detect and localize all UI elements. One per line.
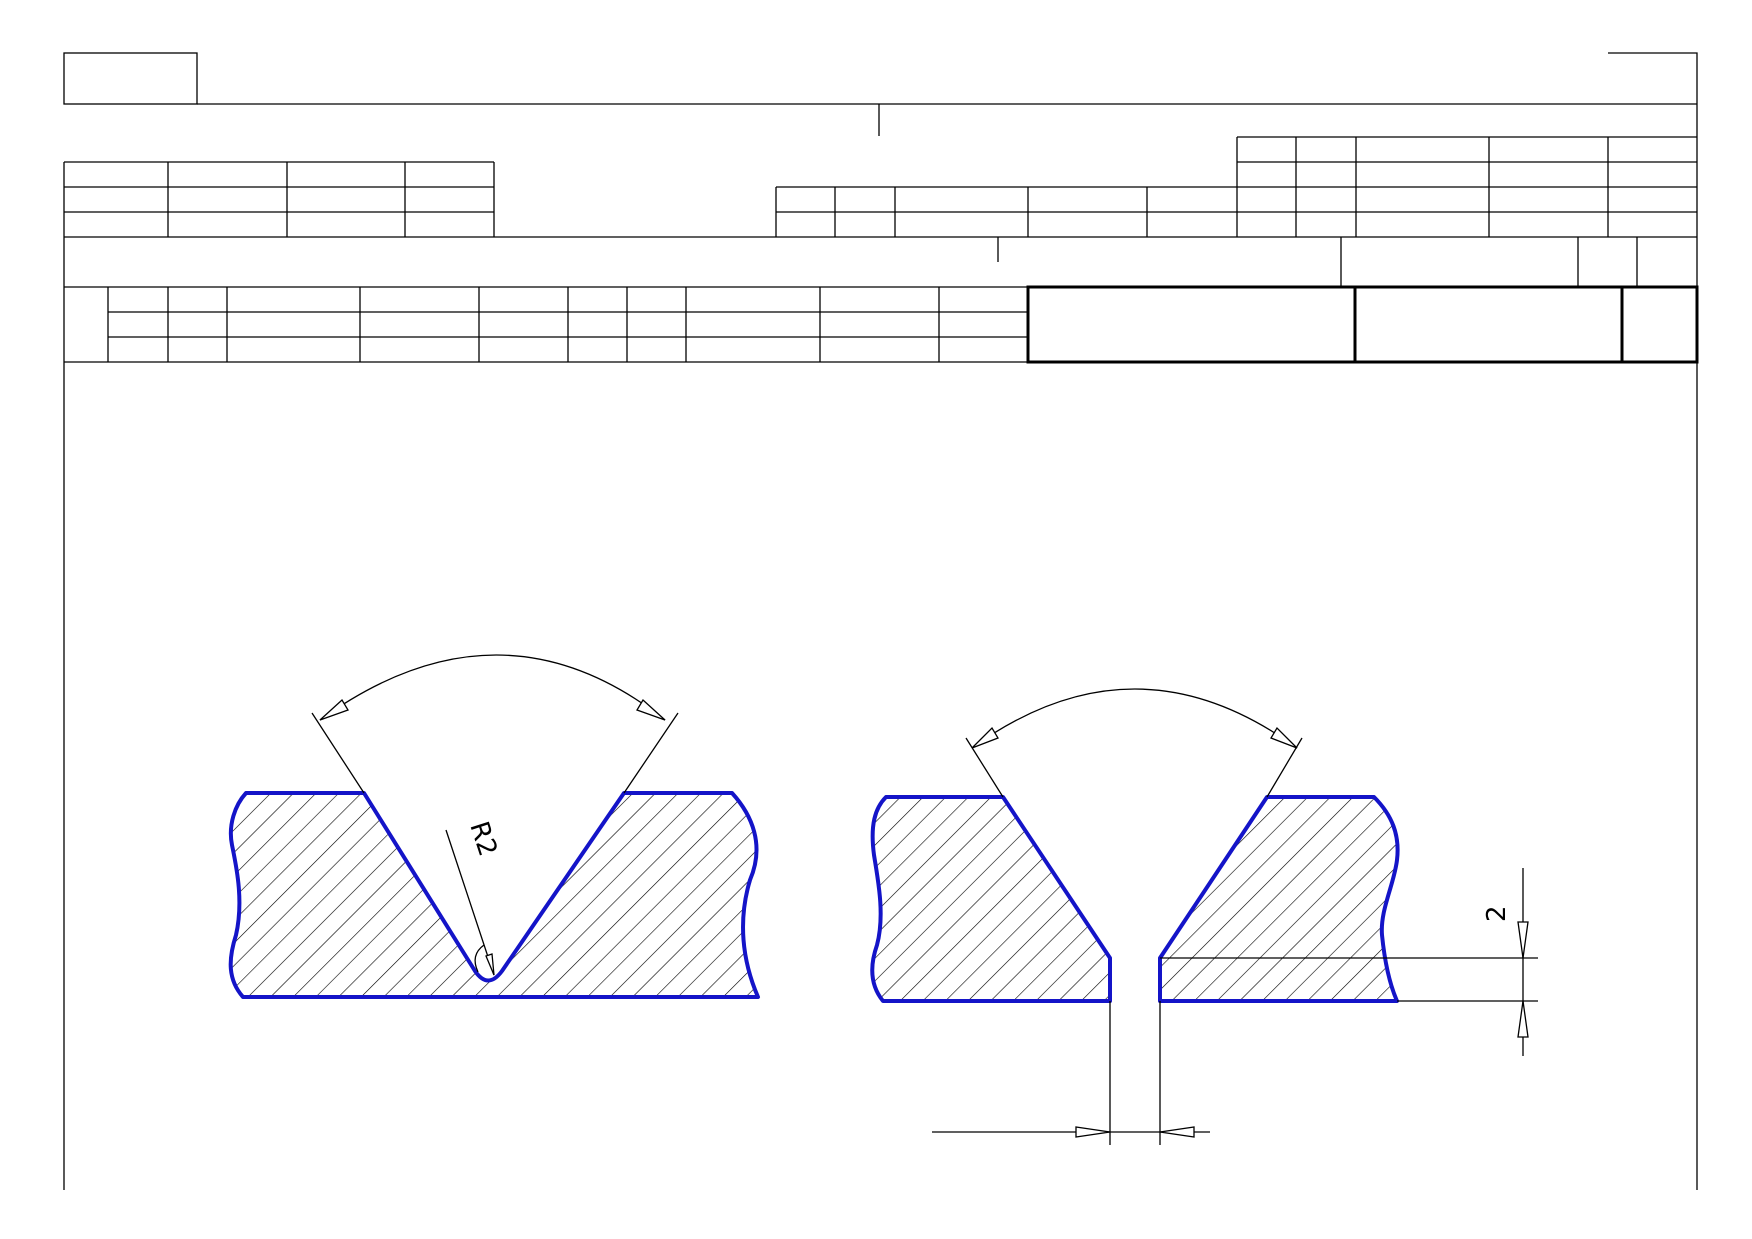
- right-upper-table: [1236, 136, 1697, 237]
- drawing-frame: [63, 52, 1699, 1190]
- right-plate: [1158, 795, 1400, 1003]
- left-upper-table: [63, 161, 495, 237]
- root-face-label: 2: [1482, 905, 1512, 922]
- left-plate: [870, 795, 1112, 1003]
- doc-number-box: [63, 52, 198, 105]
- angle-arrow-right: [636, 698, 666, 721]
- angle-dimension-arc-2: [971, 688, 1298, 749]
- v-groove-joint: R2: [228, 654, 760, 999]
- title-box: [1026, 285, 1699, 364]
- radius-leader: [445, 829, 495, 976]
- angle-dimension-arc: [319, 654, 666, 721]
- v-groove-workpiece: [228, 791, 760, 999]
- middle-table: [775, 186, 1237, 237]
- lower-table: [64, 287, 1028, 363]
- radius-label: R2: [463, 818, 502, 860]
- angle-arrow-left: [319, 698, 349, 721]
- gap-groove-joint: 2: [870, 688, 1538, 1145]
